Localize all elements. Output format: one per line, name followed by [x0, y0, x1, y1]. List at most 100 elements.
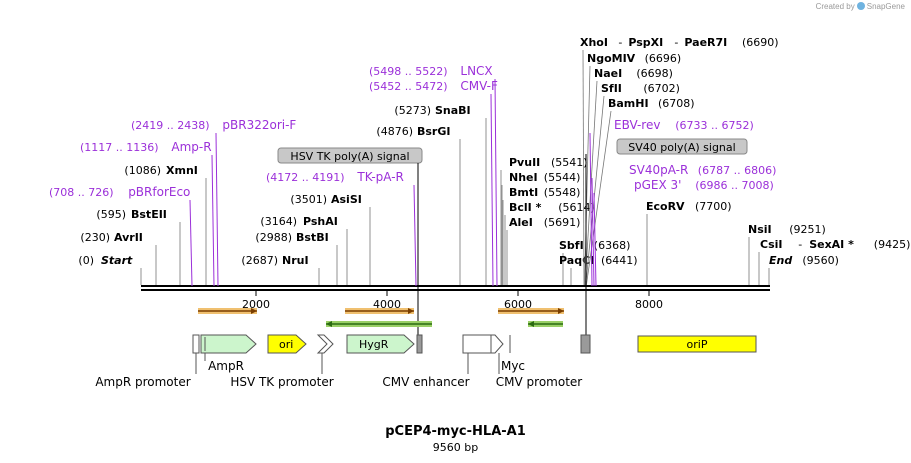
primer-name: TK-pA-R	[356, 170, 404, 184]
primer-leader	[215, 132, 219, 287]
enzyme-name: EcoRV	[646, 200, 685, 213]
enzyme-name: BmtI	[509, 186, 538, 199]
primer-name: pBR322ori-F	[222, 118, 296, 132]
enzyme-name: NheI	[509, 171, 538, 184]
enzyme-position: (0)	[78, 254, 94, 267]
enzyme-leader	[582, 49, 585, 286]
primer-leader	[494, 78, 498, 287]
enzyme-name: BstBI	[296, 231, 329, 244]
orip-box	[637, 335, 757, 353]
enzyme-name: NruI	[282, 254, 309, 267]
enzyme-position: (6690)	[742, 36, 779, 49]
primer-leader	[413, 184, 417, 287]
enzyme-name: PaeR7I	[684, 36, 727, 49]
feature-bottom-label: CMV enhancer	[382, 375, 469, 389]
enzyme-name: NaeI	[594, 67, 622, 80]
enzyme-name: XhoI	[580, 36, 608, 49]
primer-name: CMV-F	[460, 79, 498, 93]
credit-label: Created by SnapGene	[816, 2, 905, 11]
enzyme-name: AleI	[509, 216, 533, 229]
primer-bracket-orange-head	[558, 308, 564, 314]
plasmid-length: 9560 bp	[432, 441, 479, 454]
primer-range: (2419 .. 2438)	[131, 119, 210, 132]
enzyme-leader	[585, 95, 605, 286]
ori-label: ori	[279, 338, 293, 351]
ruler-tick-label: 8000	[635, 298, 663, 311]
enzyme-name: BsrGI	[417, 125, 450, 138]
enzyme-position: (6702)	[643, 82, 680, 95]
enzyme-name: SnaBI	[435, 104, 471, 117]
enzyme-separator: -	[798, 238, 802, 251]
primer-leader	[591, 177, 595, 287]
primer-leader	[211, 154, 215, 287]
enzyme-name: SexAI *	[809, 238, 854, 251]
enzyme-position: (230)	[80, 231, 110, 244]
enzyme-name: End	[769, 254, 792, 267]
enzyme-position: (6441)	[601, 254, 638, 267]
hsv-tk-polyA-box	[416, 334, 423, 354]
enzyme-position: (5691)	[544, 216, 581, 229]
enzyme-name: AvrII	[114, 231, 143, 244]
primer-leader	[589, 132, 593, 287]
cmv-promoter-arrow	[490, 334, 504, 354]
primer-range: (5498 .. 5522)	[369, 65, 448, 78]
primer-range: (4172 .. 4191)	[266, 171, 345, 184]
primer-range: (6986 .. 7008)	[695, 179, 774, 192]
credit-brand: SnapGene	[866, 2, 905, 11]
feature-bottom-label: AmpR promoter	[95, 375, 190, 389]
polyA-signal-label: HSV TK poly(A) signal	[290, 150, 409, 163]
enzyme-position: (595)	[96, 208, 126, 221]
primer-leader	[490, 93, 494, 287]
enzyme-position: (6708)	[658, 97, 695, 110]
enzyme-position: (5544)	[544, 171, 581, 184]
enzyme-position: (6368)	[594, 239, 631, 252]
enzyme-separator: -	[618, 36, 622, 49]
enzyme-position: (4876)	[376, 125, 413, 138]
ruler-tick-label: 2000	[242, 298, 270, 311]
sv40-polyA-box	[580, 334, 591, 354]
enzyme-name: AsiSI	[331, 193, 362, 206]
credit-prefix: Created by	[815, 2, 855, 11]
primer-name: pGEX 3'	[634, 178, 681, 192]
primer-bracket-green-head	[528, 321, 534, 327]
enzyme-position: (9251)	[789, 223, 826, 236]
enzyme-name: XmnI	[166, 164, 198, 177]
polyA-signal-label: SV40 poly(A) signal	[628, 141, 735, 154]
ori-arrow	[267, 334, 307, 354]
primer-name: Amp-R	[171, 140, 211, 154]
enzyme-position: (3501)	[290, 193, 327, 206]
snapgene-logo-icon	[856, 2, 865, 10]
polyA-signal-box	[277, 147, 423, 164]
hygr-label: HygR	[359, 338, 389, 351]
ampr-label: AmpR	[208, 359, 244, 373]
enzyme-name: CsiI	[760, 238, 782, 251]
enzyme-name: BstEII	[131, 208, 167, 221]
cmv-enhancer-box	[462, 334, 492, 354]
primer-name: pBRforEco	[128, 185, 190, 199]
primer-leader	[593, 192, 597, 287]
enzyme-position: (5548)	[544, 186, 581, 199]
enzyme-position: (3164)	[260, 215, 297, 228]
primer-range: (5452 .. 5472)	[369, 80, 448, 93]
enzyme-position: (6698)	[636, 67, 673, 80]
feature-bottom-label: CMV promoter	[496, 375, 583, 389]
enzyme-name: BclI *	[509, 201, 542, 214]
enzyme-position: (2988)	[255, 231, 292, 244]
enzyme-position: (6696)	[645, 52, 682, 65]
orip-label: oriP	[687, 338, 708, 351]
primer-range: (708 .. 726)	[49, 186, 114, 199]
ruler-tick-label: 4000	[373, 298, 401, 311]
enzyme-position: (9560)	[802, 254, 839, 267]
polyA-signal-box	[616, 138, 748, 155]
primer-bracket-orange-head	[408, 308, 414, 314]
enzyme-name: PspXI	[628, 36, 663, 49]
enzyme-name: SfII	[601, 82, 622, 95]
enzyme-position: (7700)	[695, 200, 732, 213]
enzyme-name: PvuII	[509, 156, 540, 169]
enzyme-name: Start	[101, 254, 133, 267]
myc-label: Myc	[501, 359, 525, 373]
primer-leader	[189, 199, 193, 287]
enzyme-position: (9425)	[874, 238, 911, 251]
primer-bracket-orange-head	[251, 308, 257, 314]
